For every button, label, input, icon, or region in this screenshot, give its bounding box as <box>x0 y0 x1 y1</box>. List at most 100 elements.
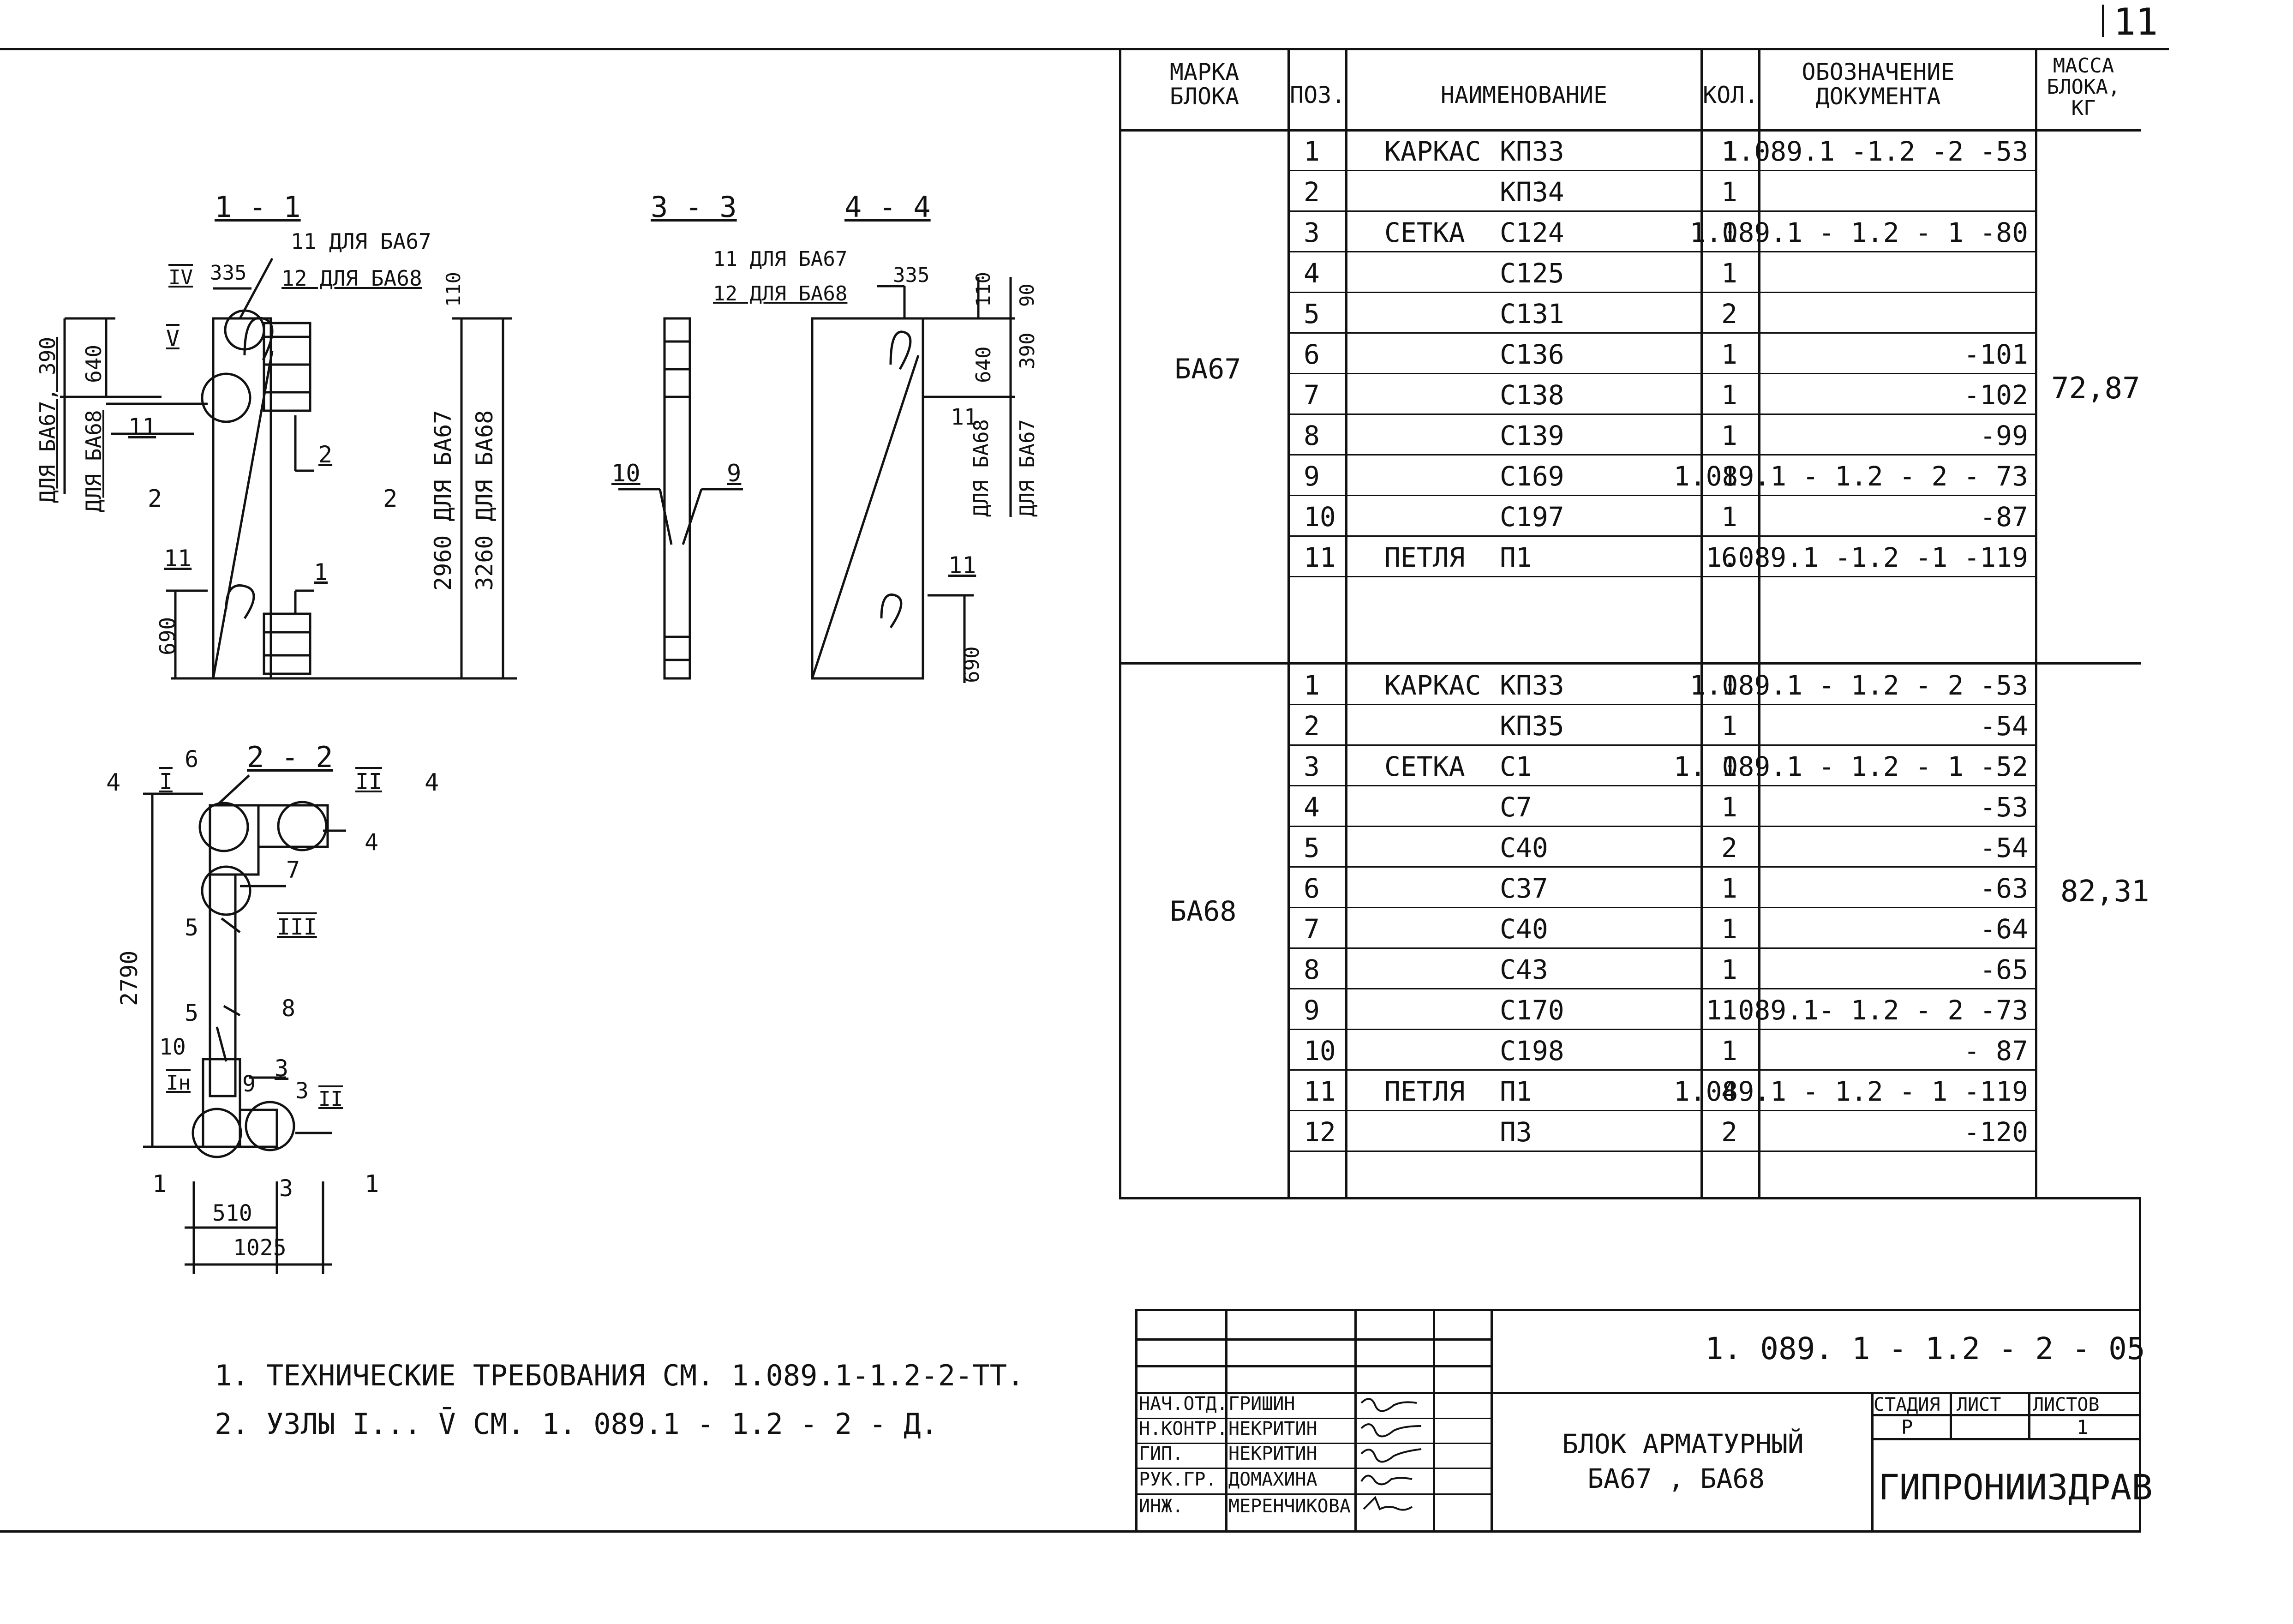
spec-row-line <box>1287 1069 2035 1071</box>
spec-cell-pos: 12 <box>1304 1116 1336 1148</box>
pos-11-a: 11 <box>128 413 156 440</box>
pos-11-c: 11 <box>951 404 977 430</box>
spec-col-line-4 <box>1758 48 1760 1197</box>
tb-row-c <box>1135 1392 2141 1394</box>
tb-row-b <box>1135 1365 1491 1367</box>
spec-row-line <box>1287 332 2035 334</box>
spec-cell-qty: 1 <box>1721 258 1737 289</box>
tb-staff-name: ГРИШИН <box>1228 1393 1295 1414</box>
cut-2-right: 2 <box>383 485 398 513</box>
dim-1025: 1025 <box>233 1235 287 1261</box>
spec-cell-doc: 1.089.1 - 1.2 - 1 -119 <box>1673 1076 2028 1107</box>
tb-row-e <box>1871 1438 2139 1440</box>
tb-title-line1: БЛОК АРМАТУРНЫЙ <box>1562 1428 1804 1460</box>
spec-row-line <box>1287 292 2035 293</box>
tb-stage-col-1 <box>1950 1392 1952 1438</box>
tb-row-d <box>1871 1414 2139 1416</box>
spec-cell-code: С136 <box>1500 339 1564 370</box>
spec-cell-code: П1 <box>1500 1076 1532 1107</box>
spec-cell-qty: 1 <box>1721 420 1737 451</box>
spec-col-line-0 <box>1119 48 1121 1197</box>
tb-staff-role: ИНЖ. <box>1139 1496 1184 1517</box>
spec-cell-pos: 6 <box>1304 339 1320 370</box>
spec-cell-doc: -99 <box>1980 420 2028 451</box>
spec-header-mass: МАССА БЛОКА, КГ <box>2047 54 2120 120</box>
section-title-1-1: 1 - 1 <box>215 190 301 224</box>
spec-cell-code: П3 <box>1500 1116 1532 1148</box>
pos-7: 7 <box>286 857 300 883</box>
spec-cell-qty: 1 <box>1721 501 1737 533</box>
tb-staff-line <box>1135 1493 1491 1495</box>
signature-2 <box>1360 1423 1422 1438</box>
spec-header-name: НАИМЕНОВАНИЕ <box>1440 82 1608 108</box>
spec-cell-type: СЕТКА <box>1384 217 1465 248</box>
spec-row-line <box>1287 454 2035 455</box>
tb-stage-col-left <box>1871 1392 1874 1530</box>
label-11-for-ba67: 11 ДЛЯ БА67 <box>291 229 431 254</box>
section-title-4-4: 4 - 4 <box>844 190 931 224</box>
spec-cell-code: С37 <box>1500 873 1548 904</box>
spec-cell-qty: 2 <box>1721 832 1737 863</box>
spec-cell-qty: 1 <box>1721 751 1737 782</box>
tb-staff-line <box>1135 1468 1491 1469</box>
tb-right <box>2139 1197 2141 1530</box>
spec-cell-code: С40 <box>1500 832 1548 863</box>
note-2: 2. УЗЛЫ I... V̄ СМ. 1. 089.1 - 1.2 - 2 -… <box>215 1407 938 1441</box>
section-title-2-2: 2 - 2 <box>247 740 333 774</box>
tb-staff-name: НЕКРИТИН <box>1228 1418 1317 1439</box>
spec-cell-doc: - 87 <box>1964 1035 2028 1067</box>
spec-cell-code: С7 <box>1500 791 1532 823</box>
spec-cell-doc: 1.089.1 -1.2 -1 -119 <box>1706 542 2028 573</box>
spec-cell-qty: 1 <box>1721 136 1737 167</box>
cut-1-right: 1 <box>365 1170 379 1198</box>
node-v: V <box>166 326 180 352</box>
spec-row-line <box>1287 785 2035 786</box>
spec-cell-code: С125 <box>1500 258 1564 289</box>
spec-cell-doc: -65 <box>1980 954 2028 985</box>
node-in: Iн <box>166 1071 191 1095</box>
tb-col-3 <box>1433 1309 1435 1530</box>
cut-2-left: 2 <box>148 485 162 513</box>
spec-cell-qty: 1 <box>1721 176 1737 208</box>
spec-cell-qty: 1 <box>1721 913 1737 945</box>
pos-5-a: 5 <box>185 914 199 941</box>
spec-cell-code: КП35 <box>1500 710 1564 742</box>
spec-cell-qty: 1 <box>1721 670 1737 701</box>
tb-stage-col-2 <box>2028 1392 2030 1438</box>
spec-cell-code: С1 <box>1500 751 1532 782</box>
spec-cell-pos: 1 <box>1304 670 1320 701</box>
spec-row-line <box>1287 535 2035 537</box>
spec-cell-pos: 4 <box>1304 258 1320 289</box>
tb-top <box>1135 1309 2141 1311</box>
spec-cell-qty: 6 <box>1721 542 1737 573</box>
spec-header-doc: ОБОЗНАЧЕНИЕ ДОКУМЕНТА <box>1802 59 1955 110</box>
tb-staff-name: МЕРЕНЧИКОВА <box>1228 1496 1351 1517</box>
spec-cell-code: С169 <box>1500 461 1564 492</box>
tb-staff-role: ГИП. <box>1139 1443 1184 1464</box>
spec-cell-doc: 1.089.1 - 1.2 - 2 -53 <box>1689 670 2028 701</box>
section-1-1-drawing <box>60 258 517 680</box>
spec-cell-qty: 1 <box>1721 217 1737 248</box>
tb-sheets-value: 1 <box>2077 1416 2089 1438</box>
spec-cell-pos: 5 <box>1304 298 1320 330</box>
spec-cell-doc: -102 <box>1964 379 2028 411</box>
spec-row-line <box>1287 170 2035 171</box>
tb-stage-header: СТАДИЯ <box>1874 1394 1940 1415</box>
node-iii: III <box>277 914 317 940</box>
tb-col-4 <box>1491 1309 1493 1530</box>
spec-cell-pos: 4 <box>1304 791 1320 823</box>
pos-9-a: 9 <box>727 460 742 487</box>
spec-header-bottom <box>1119 129 2141 132</box>
spec-row-line <box>1287 1029 2035 1030</box>
pos-5-b: 5 <box>185 1000 199 1026</box>
spec-row-line <box>1287 495 2035 496</box>
tb-staff-role: Н.КОНТР. <box>1139 1418 1228 1439</box>
pos-6: 6 <box>185 746 199 773</box>
tb-row-a <box>1135 1338 1491 1341</box>
spec-cell-pos: 7 <box>1304 913 1320 945</box>
spec-cell-pos: 3 <box>1304 751 1320 782</box>
bottom-border <box>0 1530 2141 1533</box>
spec-bottom <box>1119 1197 2141 1199</box>
tb-title-line2: БА67 , БА68 <box>1587 1463 1765 1494</box>
